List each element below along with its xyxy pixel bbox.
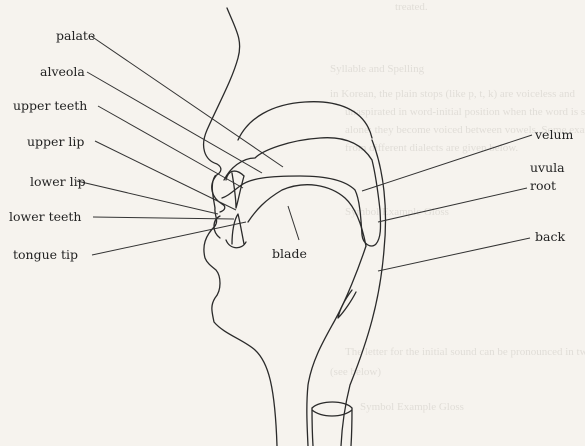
label-alveola: alveola <box>40 64 85 79</box>
upper-lip-outline <box>212 176 225 212</box>
bleed-line-10: Symbol Example Gloss <box>360 401 464 413</box>
leader-uvula-root <box>378 188 527 222</box>
label-velum: velum <box>534 127 574 142</box>
background-bleed-text: treated. Syllable and Spelling in Korean… <box>330 1 585 413</box>
label-lower-lip: lower lip <box>30 174 86 189</box>
label-upper-teeth: upper teeth <box>13 98 87 113</box>
leader-back <box>378 238 530 271</box>
label-lower-teeth: lower teeth <box>9 209 81 224</box>
bleed-line-2: Syllable and Spelling <box>330 63 425 75</box>
leader-tongue-tip <box>92 222 246 255</box>
leader-palate <box>91 36 283 167</box>
bleed-line-3: in Korean, the plain stops (like p, t, k… <box>330 88 575 100</box>
label-tongue-tip: tongue tip <box>13 247 78 262</box>
leader-alveola <box>87 72 262 173</box>
bleed-line-8: The letter for the initial sound can be … <box>345 346 585 358</box>
leader-blade <box>288 206 299 240</box>
larynx-ring <box>312 410 352 416</box>
leader-upper-teeth <box>98 106 243 188</box>
bleed-line-1: treated. <box>395 1 428 13</box>
bleed-line-4: unaspirated in word-initial position whe… <box>345 106 585 118</box>
label-uvula: uvula <box>530 160 565 175</box>
leader-lower-lip <box>77 181 218 214</box>
label-blade: blade <box>272 246 307 261</box>
label-root: root <box>530 178 556 193</box>
label-palate: palate <box>56 28 95 43</box>
label-upper-lip: upper lip <box>27 134 84 149</box>
leader-lower-teeth <box>93 217 234 219</box>
label-back: back <box>535 229 565 244</box>
